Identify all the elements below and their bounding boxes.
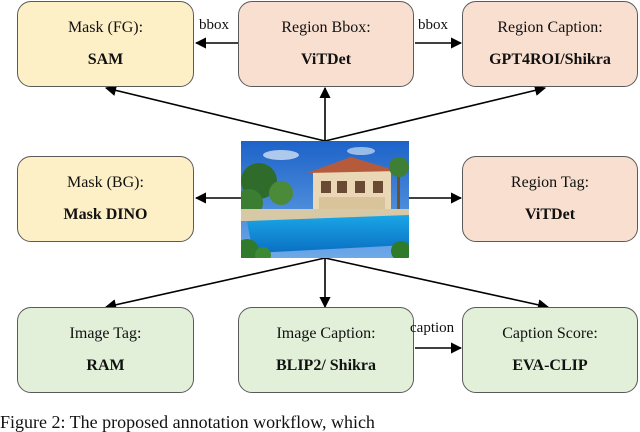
node-model: RAM [86,357,125,374]
arrow-to-image-tag [104,257,326,311]
node-title: Mask (BG): [67,174,144,191]
node-model: SAM [87,51,124,68]
edge-label-bbox: bbox [199,17,229,33]
node-region-caption: Region Caption: GPT4ROI/Shikra [462,1,638,87]
node-title: Image Caption: [276,325,376,342]
node-model: ViTDet [300,51,352,68]
node-model: EVA-CLIP [512,357,588,374]
node-mask-fg: Mask (FG): SAM [17,1,194,87]
node-model: Mask DINO [63,206,148,223]
node-title: Mask (FG): [67,19,144,36]
arrow-to-region-caption [324,84,547,142]
node-title: Region Tag: [510,174,590,191]
arrow-to-caption-score [324,257,550,311]
node-title: Region Caption: [497,19,603,36]
node-mask-bg: Mask (BG): Mask DINO [17,156,194,242]
node-image-caption: Image Caption: BLIP2/ Shikra [238,307,414,393]
edge-label-caption: caption [410,320,455,336]
node-caption-score: Caption Score: EVA-CLIP [462,307,638,393]
figure-caption: Figure 2: The proposed annotation workfl… [0,412,375,432]
edge-label-bbox: bbox [418,17,448,33]
node-title: Image Tag: [69,325,142,342]
node-image-tag: Image Tag: RAM [17,307,194,393]
node-model: BLIP2/ Shikra [275,357,377,374]
node-region-tag: Region Tag: ViTDet [462,156,638,242]
node-title: Caption Score: [502,325,598,342]
arrow-to-mask-fg [104,84,326,142]
node-model: GPT4ROI/Shikra [489,51,611,68]
node-region-bbox: Region Bbox: ViTDet [238,1,414,87]
villa-pool-image [241,141,409,258]
node-title: Region Bbox: [281,19,371,36]
node-model: ViTDet [524,206,576,223]
